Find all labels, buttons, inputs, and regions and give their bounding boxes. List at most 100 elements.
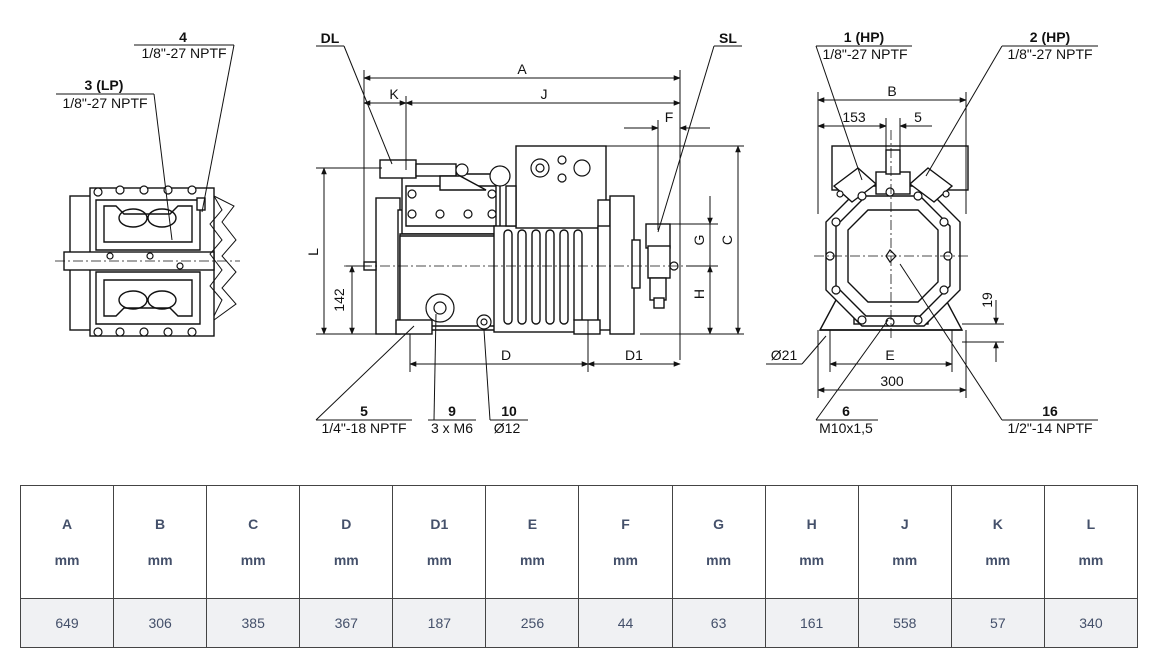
column-letter: B [155,516,166,532]
dimension-c: C [606,145,744,335]
callout-16: 16 1/2"-14 NPTF [899,263,1098,436]
svg-text:K: K [389,86,399,102]
side-view [344,145,700,335]
dimension-h: H [691,265,713,335]
svg-text:4: 4 [179,29,187,45]
column-unit: mm [985,552,1011,568]
svg-text:D: D [501,347,511,363]
value-j: 558 [857,598,952,648]
svg-text:3 x M6: 3 x M6 [431,420,473,436]
svg-text:Ø12: Ø12 [494,420,521,436]
dimension-j: J [405,86,681,170]
value-a: 649 [19,598,115,648]
svg-text:DL: DL [321,30,340,46]
dimension-k: K [363,86,407,106]
callout-4: 4 1/8"-27 NPTF [134,29,235,213]
column-unit: mm [240,552,266,568]
dimension-d1: D1 [587,347,681,367]
svg-text:A: A [517,61,527,77]
svg-text:6: 6 [842,403,850,419]
compressor-dimension-drawing: 4 1/8"-27 NPTF 3 (LP) 1/8"-27 NPTF [55,29,1098,436]
svg-text:G: G [691,235,707,246]
column-letter: J [900,516,909,532]
value-e: 256 [485,598,580,648]
svg-text:J: J [541,86,548,102]
column-letter: D1 [430,516,449,532]
svg-text:1 (HP): 1 (HP) [844,29,884,45]
column-letter: D [341,516,352,532]
column-letter: F [621,516,630,532]
svg-text:D1: D1 [625,347,643,363]
callout-6: 6 M10x1,5 [815,319,889,436]
column-letter: G [713,516,725,532]
value-f: 44 [578,598,673,648]
svg-text:3 (LP): 3 (LP) [85,77,124,93]
cooling-fins [503,229,583,325]
value-g: 63 [671,598,766,648]
svg-text:M10x1,5: M10x1,5 [819,420,873,436]
column-unit: mm [799,552,825,568]
dimension-d21: Ø21 [766,335,827,365]
value-b: 306 [113,598,208,648]
column-letter: E [527,516,538,532]
dimension-19: 19 [962,292,1004,362]
dimension-153: 153 [817,109,887,150]
svg-text:9: 9 [448,403,456,419]
column-unit: mm [1078,552,1104,568]
dimension-f: F [624,109,710,230]
svg-text:5: 5 [360,403,368,419]
top-view [55,185,240,337]
dimension-300: 300 [817,330,967,398]
callout-5: 5 1/4"-18 NPTF [315,325,415,436]
svg-text:5: 5 [914,109,922,125]
dimension-142: 142 [331,265,370,335]
column-unit: mm [426,552,452,568]
svg-text:1/8"-27 NPTF: 1/8"-27 NPTF [822,46,907,62]
callout-2-hp: 2 (HP) 1/8"-27 NPTF [925,29,1098,177]
callout-9: 9 3 x M6 [428,313,476,436]
callout-10: 10 Ø12 [483,329,528,436]
value-d1: 187 [392,598,487,648]
svg-text:1/8"-27 NPTF: 1/8"-27 NPTF [141,45,226,61]
svg-text:1/8"-27 NPTF: 1/8"-27 NPTF [1007,46,1092,62]
value-l: 340 [1043,598,1139,648]
column-letter: L [1086,516,1096,532]
value-c: 385 [206,598,301,648]
column-unit: mm [147,552,173,568]
svg-text:19: 19 [979,292,995,308]
svg-text:16: 16 [1042,403,1058,419]
svg-text:F: F [665,109,674,125]
dimension-e: E [829,330,953,372]
callout-dl: DL [316,30,393,165]
column-letter: C [248,516,259,532]
end-view [814,130,969,340]
value-d: 367 [299,598,394,648]
svg-text:L: L [305,248,321,256]
svg-text:C: C [719,235,735,245]
column-letter: H [806,516,817,532]
svg-text:142: 142 [331,288,347,312]
callout-sl: SL [657,30,742,233]
column-unit: mm [892,552,918,568]
value-k: 57 [950,598,1045,648]
column-unit: mm [54,552,80,568]
svg-text:Ø21: Ø21 [771,347,798,363]
callout-1-hp: 1 (HP) 1/8"-27 NPTF [815,29,912,181]
value-h: 161 [764,598,859,648]
svg-text:300: 300 [880,373,904,389]
callout-3-lp: 3 (LP) 1/8"-27 NPTF [56,77,173,241]
svg-text:B: B [887,83,896,99]
svg-text:2 (HP): 2 (HP) [1030,29,1070,45]
svg-text:SL: SL [719,30,737,46]
svg-text:H: H [691,289,707,299]
svg-text:E: E [885,347,894,363]
